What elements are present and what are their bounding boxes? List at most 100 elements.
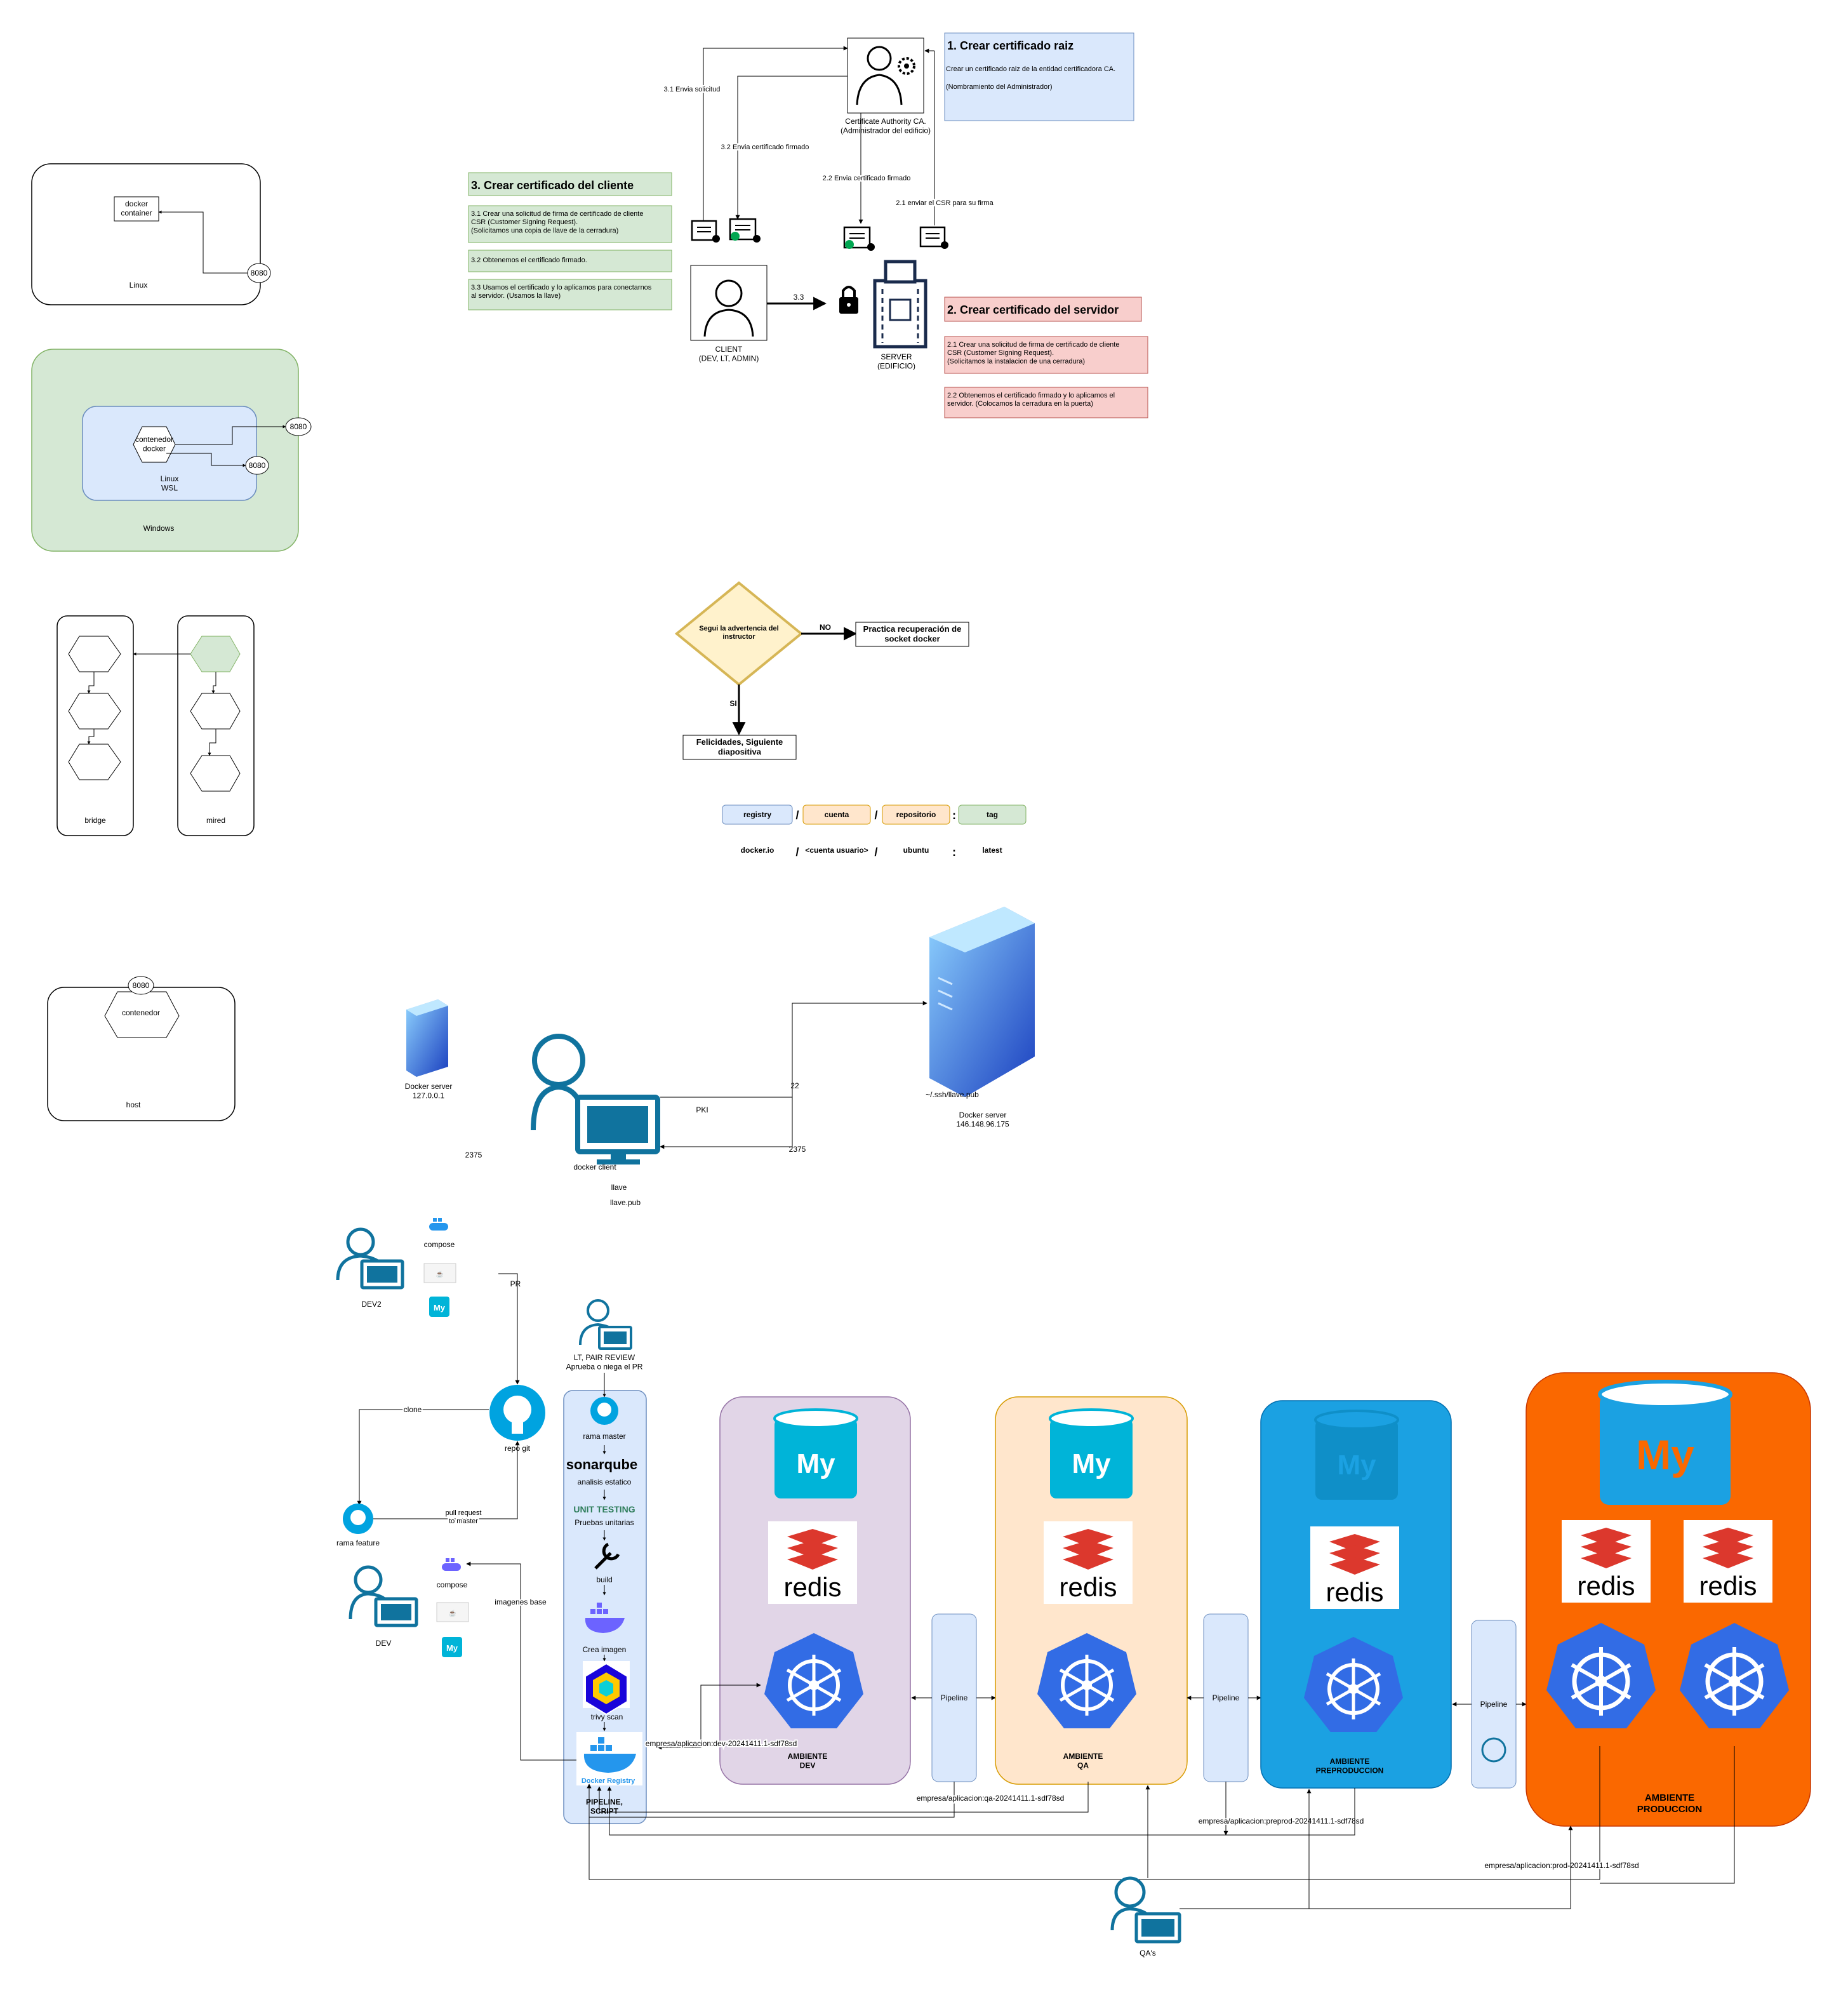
unit-testing-logo: UNIT TESTING	[573, 1504, 635, 1514]
step1-note: (Nombramiento del Administrador)	[946, 83, 1053, 91]
dev2-person-icon	[336, 1227, 404, 1290]
imagenes-base-label: imagenes base	[495, 1598, 547, 1606]
bridge-network: bridge	[57, 615, 134, 836]
port-2375-label: 2375	[465, 1151, 482, 1159]
arrow-32-label: 3.2 Envia certificado firmado	[721, 143, 809, 151]
account-label: cuenta	[825, 810, 849, 819]
csr-document-icon	[691, 220, 720, 243]
svg-text:redis: redis	[1577, 1571, 1635, 1601]
repository-label: repositorio	[896, 810, 936, 819]
compose-label: compose	[424, 1240, 455, 1249]
arrow-21-label: 2.1 enviar el CSR para su firma	[896, 199, 994, 207]
step3-1-box	[468, 205, 672, 243]
port-8080	[128, 976, 154, 995]
svg-text:redis: redis	[1059, 1572, 1117, 1602]
lt-person-icon	[579, 1299, 632, 1350]
cicd-section: DEV2 compose ☕ My DEV compose ☕	[336, 1218, 1811, 1958]
mysql-db-icon: My	[1049, 1408, 1134, 1498]
step3-1-text: 3.1 Crear una solicitud de firma de cert…	[471, 210, 643, 234]
port-label: 8080	[290, 422, 307, 431]
bridge-label: bridge	[84, 816, 106, 825]
linux-label: Linux	[130, 281, 148, 290]
port-label: 8080	[251, 269, 268, 277]
client-label: CLIENT(DEV, LT, ADMIN)	[699, 345, 759, 363]
separator: /	[874, 846, 877, 858]
separator: :	[952, 846, 956, 858]
step2-title-box	[944, 297, 1142, 322]
admin-person-icon	[856, 46, 915, 105]
step3-3-text: 3.3 Usamos el certificado y lo aplicamos…	[471, 284, 652, 300]
docker-client-label: docker client	[573, 1163, 616, 1171]
mysql-icon: My	[429, 1297, 449, 1317]
pipeline-label: Pipeline	[1480, 1700, 1508, 1709]
qas-label: QA's	[1140, 1949, 1156, 1958]
docker-compose-icon	[429, 1218, 448, 1231]
client-person-icon	[703, 279, 754, 337]
ca-label: Certificate Authority CA.(Administrador …	[841, 117, 931, 135]
docker-whale-icon	[585, 1603, 625, 1633]
step3-3-box	[468, 279, 672, 310]
building-icon	[873, 260, 927, 349]
signed-certificate-icon	[843, 226, 875, 251]
svg-text:redis: redis	[1699, 1571, 1757, 1601]
tag-part	[958, 804, 1027, 825]
pr-label: PR	[510, 1279, 521, 1288]
mired-network: mired	[133, 615, 255, 836]
pipeline-label: Pipeline	[941, 1693, 968, 1702]
svg-text:☕: ☕	[436, 1270, 444, 1278]
si-label: SI	[729, 699, 736, 708]
step1-title: 1. Crear certificado raiz	[947, 39, 1074, 52]
key-file-label: ~/.ssh/llave.pub	[926, 1090, 979, 1099]
rama-feature-label: rama feature	[336, 1538, 380, 1547]
pruebas-label: Pruebas unitarias	[575, 1518, 634, 1527]
host-container-hexagon	[104, 991, 180, 1038]
pipeline-label: Pipeline	[1213, 1693, 1240, 1702]
no-result-box	[855, 622, 969, 647]
si-result-box	[682, 735, 797, 760]
kubernetes-icon	[1680, 1623, 1789, 1728]
step1-box	[944, 32, 1134, 121]
container-hexagon	[190, 693, 241, 730]
redis-icon: redis	[1684, 1520, 1772, 1603]
client-box	[690, 265, 768, 341]
host-container-label: contenedor	[122, 1008, 160, 1017]
server-label: SERVER(EDIFICIO)	[877, 352, 915, 370]
rama-master-label: rama master	[583, 1432, 625, 1441]
svg-text:My: My	[1337, 1450, 1376, 1481]
step2-title: 2. Crear certificado del servidor	[947, 304, 1119, 316]
account-part	[802, 804, 871, 825]
kubernetes-icon	[764, 1633, 863, 1728]
example-registry: docker.io	[741, 846, 774, 855]
no-label: NO	[820, 623, 831, 632]
windows-label: Windows	[143, 524, 175, 533]
dev2-label: DEV2	[361, 1300, 382, 1309]
repository-part	[882, 804, 950, 825]
mysql-icon: My	[442, 1637, 462, 1657]
github-feature-icon	[343, 1504, 373, 1534]
pipeline-script-label: PIPELINE,SCRIPT	[586, 1798, 623, 1815]
container-hexagon	[190, 755, 241, 792]
windows-container-hexagon	[133, 426, 176, 463]
tag-label: tag	[987, 810, 998, 819]
svg-text:redis: redis	[1326, 1577, 1383, 1607]
github-icon	[489, 1385, 545, 1441]
mysql-db-icon: My	[1598, 1380, 1732, 1505]
mired-label: mired	[206, 816, 225, 825]
svg-text:My: My	[446, 1643, 458, 1653]
container-hexagon	[68, 693, 121, 730]
image-name-structure: registry / cuenta / repositorio : tag do…	[722, 804, 1027, 858]
separator: /	[795, 846, 799, 858]
step3-title-box	[468, 172, 672, 196]
step3-title: 3. Crear certificado del cliente	[471, 179, 634, 192]
host-box: contenedor 8080 host	[47, 976, 236, 1121]
